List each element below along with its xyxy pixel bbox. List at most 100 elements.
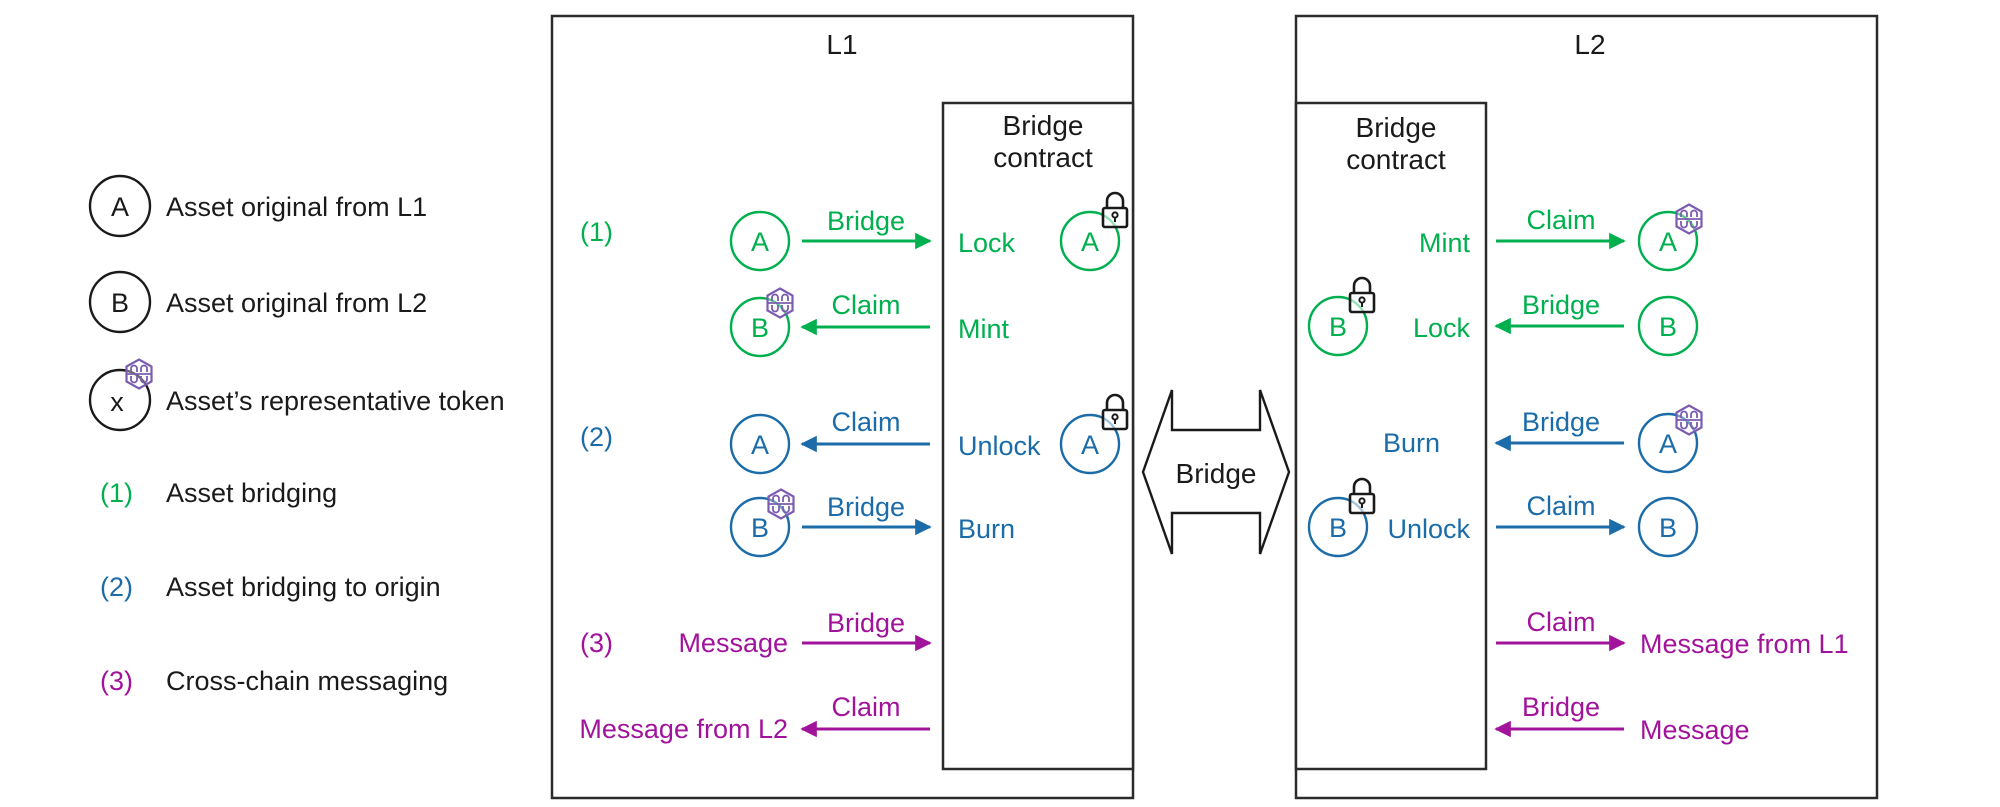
legend-item-flow-1: (1) Asset bridging bbox=[100, 478, 337, 508]
l1-title: L1 bbox=[826, 29, 857, 60]
held-asset-circle bbox=[1307, 496, 1369, 558]
l2-contract-title-line2: contract bbox=[1346, 144, 1446, 175]
l2-row-asset-claim: Mint Claim A bbox=[1419, 203, 1703, 272]
asset-circle-icon bbox=[88, 368, 152, 432]
asset-letter: A bbox=[1081, 430, 1099, 460]
contract-operation: Mint bbox=[1419, 228, 1471, 258]
legend-label: Asset bridging to origin bbox=[166, 572, 441, 602]
held-asset-circle bbox=[1059, 413, 1121, 475]
l1-bridge-contract-box bbox=[941, 101, 1135, 771]
l2-row-origin-claim: B Unlock Claim B bbox=[1307, 477, 1699, 558]
asset-letter: B bbox=[1659, 312, 1677, 342]
legend-label: Asset original from L1 bbox=[166, 192, 427, 222]
asset-b-circle bbox=[1637, 496, 1699, 558]
l1-panel: L1 Bridge contract (1) (2) (3) A Bridge … bbox=[550, 14, 1135, 800]
contract-operation: Burn bbox=[958, 514, 1015, 544]
message-label: Message from L2 bbox=[579, 714, 788, 744]
asset-a-circle bbox=[729, 210, 791, 272]
l2-bridge-contract-box bbox=[1294, 101, 1488, 771]
action-label: Claim bbox=[831, 290, 900, 320]
contract-operation: Unlock bbox=[958, 431, 1041, 461]
asset-letter: A bbox=[751, 227, 769, 257]
bridge-connector-label: Bridge bbox=[1176, 458, 1257, 489]
asset-a-circle bbox=[1637, 412, 1699, 474]
message-label: Message bbox=[1640, 715, 1750, 745]
l1-row-message-bridge: Message Bridge bbox=[678, 608, 932, 658]
l2-row-origin-bridge: Burn Bridge A bbox=[1383, 404, 1703, 474]
action-label: Claim bbox=[831, 692, 900, 722]
l1-flow-number-3: (3) bbox=[580, 628, 613, 658]
legend-flow-number: (1) bbox=[100, 478, 133, 508]
l1-contract-title-line2: contract bbox=[993, 142, 1093, 173]
l2-title: L2 bbox=[1574, 29, 1605, 60]
contract-operation: Burn bbox=[1383, 428, 1440, 458]
held-asset-circle bbox=[1059, 210, 1121, 272]
legend-symbol: A bbox=[111, 192, 129, 222]
token-icon bbox=[1675, 404, 1703, 436]
l2-contract-title-line1: Bridge bbox=[1356, 112, 1437, 143]
contract-operation: Unlock bbox=[1387, 514, 1470, 544]
action-label: Claim bbox=[1526, 607, 1595, 637]
legend-symbol: x bbox=[110, 387, 124, 417]
legend-flow-number: (3) bbox=[100, 666, 133, 696]
l1-flow-number-2: (2) bbox=[580, 422, 613, 452]
asset-circle-icon bbox=[88, 174, 152, 238]
legend-item-asset-l2: B Asset original from L2 bbox=[88, 270, 427, 334]
l1-contract-title-line1: Bridge bbox=[1003, 110, 1084, 141]
legend-label: Asset’s representative token bbox=[166, 386, 505, 416]
contract-operation: Mint bbox=[958, 314, 1010, 344]
action-label: Claim bbox=[1526, 205, 1595, 235]
l1-row-origin-claim: A Claim Unlock A bbox=[729, 393, 1129, 475]
l1-row-asset-claim: B Claim Mint bbox=[729, 287, 1010, 358]
legend: A Asset original from L1 B Asset origina… bbox=[88, 174, 505, 696]
message-label: Message bbox=[678, 628, 788, 658]
legend-item-asset-l1: A Asset original from L1 bbox=[88, 174, 427, 238]
double-arrow-icon bbox=[1141, 389, 1291, 555]
token-icon bbox=[1675, 203, 1703, 235]
action-label: Bridge bbox=[827, 492, 905, 522]
asset-letter: A bbox=[751, 430, 769, 460]
legend-label: Asset bridging bbox=[166, 478, 337, 508]
l2-row-message-bridge: Bridge Message bbox=[1494, 692, 1750, 745]
asset-letter: A bbox=[1659, 227, 1677, 257]
legend-label: Asset original from L2 bbox=[166, 288, 427, 318]
legend-item-flow-2: (2) Asset bridging to origin bbox=[100, 572, 441, 602]
asset-letter: B bbox=[751, 513, 769, 543]
action-label: Bridge bbox=[827, 608, 905, 638]
asset-a-circle bbox=[729, 413, 791, 475]
legend-flow-number: (2) bbox=[100, 572, 133, 602]
action-label: Claim bbox=[1526, 491, 1595, 521]
legend-item-flow-3: (3) Cross-chain messaging bbox=[100, 666, 448, 696]
action-label: Bridge bbox=[1522, 692, 1600, 722]
token-icon bbox=[766, 287, 794, 319]
l2-row-message-claim: Claim Message from L1 bbox=[1496, 607, 1849, 659]
asset-letter: A bbox=[1081, 227, 1099, 257]
bridge-connector: Bridge bbox=[1141, 389, 1291, 555]
asset-b-circle bbox=[729, 496, 791, 558]
action-label: Claim bbox=[831, 407, 900, 437]
action-label: Bridge bbox=[1522, 407, 1600, 437]
asset-letter: B bbox=[1329, 312, 1347, 342]
token-icon bbox=[767, 488, 795, 520]
token-icon bbox=[125, 358, 153, 390]
l1-row-message-claim: Message from L2 Claim bbox=[579, 692, 930, 744]
held-asset-circle bbox=[1307, 295, 1369, 357]
asset-b-circle bbox=[729, 296, 791, 358]
asset-letter: B bbox=[1659, 513, 1677, 543]
l2-row-asset-bridge: B Lock Bridge B bbox=[1307, 276, 1699, 357]
l1-row-origin-bridge: B Bridge Burn bbox=[729, 488, 1015, 558]
asset-letter: B bbox=[751, 313, 769, 343]
contract-operation: Lock bbox=[958, 228, 1016, 258]
asset-circle-icon bbox=[88, 270, 152, 334]
asset-letter: B bbox=[1329, 513, 1347, 543]
action-label: Bridge bbox=[827, 206, 905, 236]
l1-row-asset-bridge: A Bridge Lock A bbox=[729, 191, 1129, 272]
asset-a-circle bbox=[1637, 210, 1699, 272]
legend-item-token: x Asset’s representative token bbox=[88, 358, 505, 432]
action-label: Bridge bbox=[1522, 290, 1600, 320]
asset-letter: A bbox=[1659, 429, 1677, 459]
asset-b-circle bbox=[1637, 295, 1699, 357]
message-label: Message from L1 bbox=[1640, 629, 1849, 659]
contract-operation: Lock bbox=[1413, 313, 1471, 343]
